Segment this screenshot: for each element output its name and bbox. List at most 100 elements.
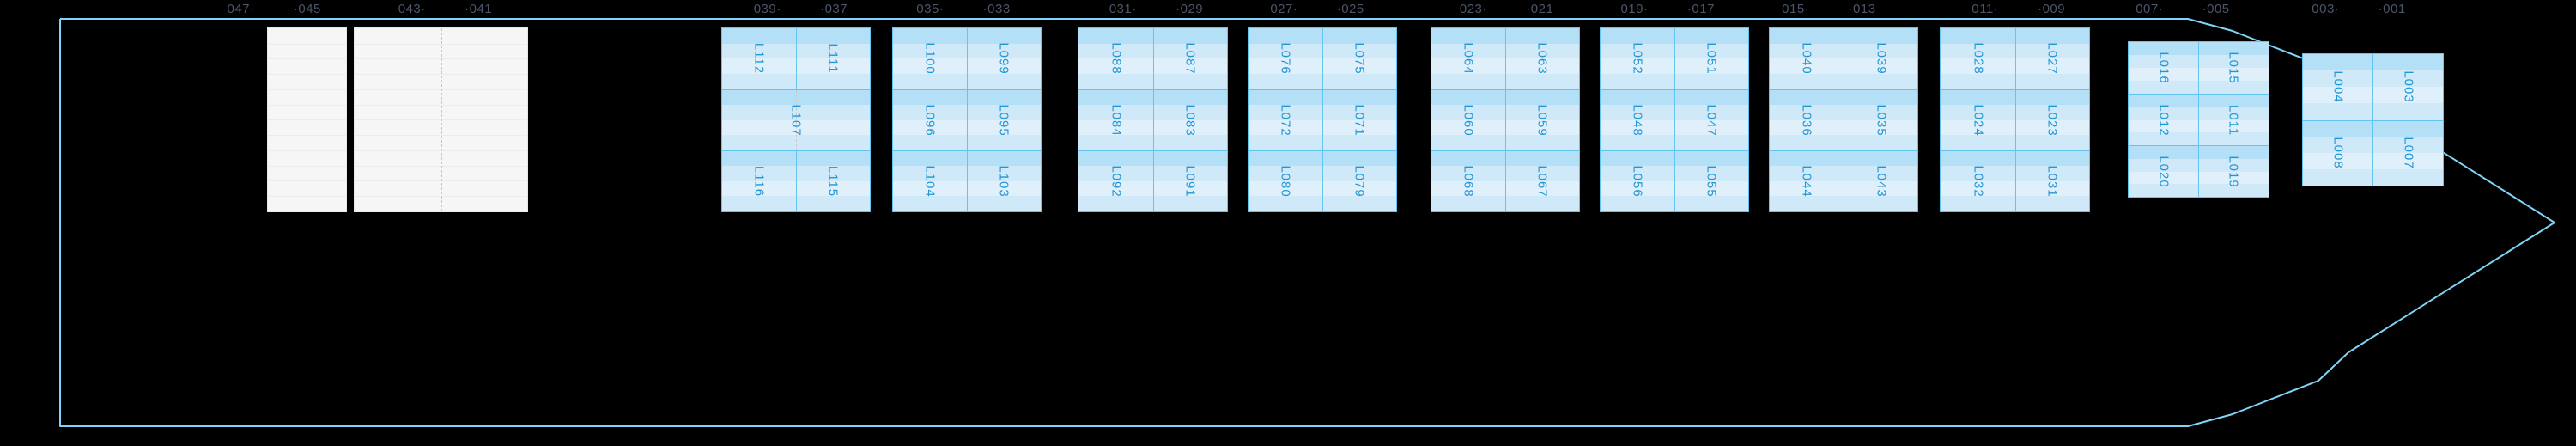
bay-cell[interactable]: L047 xyxy=(1674,89,1749,150)
tier-row xyxy=(268,196,347,212)
bay-cell[interactable]: L044 xyxy=(1770,150,1844,211)
bay-cell[interactable]: L023 xyxy=(2014,89,2089,150)
bay-cell[interactable]: L064 xyxy=(1431,28,1505,89)
bay-cell[interactable]: L096 xyxy=(892,89,967,150)
bay-cell[interactable]: L055 xyxy=(1674,150,1749,211)
bay-cell[interactable]: L036 xyxy=(1770,89,1844,150)
bay-number-label: ·013 xyxy=(1848,2,1876,16)
bay-cell[interactable]: L039 xyxy=(1844,28,1918,89)
bay-cell[interactable]: L095 xyxy=(966,89,1041,150)
tier-row xyxy=(1674,74,1749,89)
tier-row xyxy=(268,105,347,121)
bay-cell[interactable] xyxy=(795,89,870,150)
bay-cell[interactable]: L011 xyxy=(2198,95,2269,145)
bay-cell[interactable]: L043 xyxy=(1844,150,1918,211)
cell-label: L048 xyxy=(1630,104,1645,137)
bay-cell[interactable]: L016 xyxy=(2129,42,2199,94)
cell-label: L104 xyxy=(922,165,938,198)
bay-cell[interactable]: L079 xyxy=(1321,150,1396,211)
cell-label: L040 xyxy=(1799,42,1814,76)
bay-cell[interactable]: L071 xyxy=(1321,89,1396,150)
bay-cell[interactable]: L032 xyxy=(1941,150,2015,211)
cell-label: L008 xyxy=(2330,137,2346,169)
tier-rows xyxy=(1078,150,1153,211)
bay-cell[interactable]: L091 xyxy=(1152,150,1227,211)
bay-number-label: ·041 xyxy=(465,2,493,16)
cell-label: L032 xyxy=(1971,165,1985,198)
bay-cell[interactable]: L020 xyxy=(2129,146,2199,197)
bay-cell[interactable]: L031 xyxy=(2014,150,2089,211)
bay-cell[interactable]: L075 xyxy=(1321,28,1396,89)
tier-row xyxy=(1770,74,1844,89)
bay-cell[interactable]: L099 xyxy=(966,28,1041,89)
bay-cell[interactable]: L003 xyxy=(2372,54,2443,120)
tier-row xyxy=(795,89,870,107)
bay-cell[interactable]: L027 xyxy=(2014,28,2089,89)
bay-number-label: 035· xyxy=(916,2,945,16)
bay-cell[interactable]: L072 xyxy=(1248,89,1322,150)
bay-bay-grey-b[interactable] xyxy=(354,27,529,212)
bay-cell[interactable]: L083 xyxy=(1152,89,1227,150)
cell-label: L052 xyxy=(1630,42,1645,76)
bay-cell[interactable]: L024 xyxy=(1941,89,2015,150)
bay-cell[interactable]: L008 xyxy=(2303,120,2373,186)
tier-row xyxy=(796,74,870,89)
bay-cell[interactable]: L092 xyxy=(1078,150,1153,211)
bay-cell[interactable]: L052 xyxy=(1600,28,1674,89)
tier-rows xyxy=(1600,150,1674,211)
bay-cell[interactable]: L080 xyxy=(1248,150,1322,211)
bay-cell[interactable]: L115 xyxy=(795,150,870,211)
bay-cell[interactable]: L019 xyxy=(2198,146,2269,197)
bay-cell[interactable]: L067 xyxy=(1504,150,1579,211)
tier-row xyxy=(2129,184,2199,197)
cell-label: L079 xyxy=(1352,165,1367,198)
tier-row xyxy=(892,196,967,211)
cell-label: L075 xyxy=(1352,42,1367,76)
bay-cell[interactable]: L007 xyxy=(2372,120,2443,186)
bay-cell[interactable]: L111 xyxy=(795,28,870,89)
bay-cell[interactable]: L060 xyxy=(1431,89,1505,150)
bay-cell[interactable] xyxy=(721,89,796,150)
bay-zone: L080 L079 xyxy=(1248,150,1396,211)
bay-bay-grey-a[interactable] xyxy=(267,27,348,212)
bay-cell[interactable]: L012 xyxy=(2129,95,2199,145)
bay-cell[interactable]: L040 xyxy=(1770,28,1844,89)
bay-cell[interactable]: L004 xyxy=(2303,54,2373,120)
tier-rows xyxy=(1844,150,1918,211)
bay-cell[interactable]: L068 xyxy=(1431,150,1505,211)
bay-cell[interactable]: L035 xyxy=(1844,89,1918,150)
bay-cell[interactable]: L116 xyxy=(721,150,796,211)
bay-cell[interactable]: L028 xyxy=(1941,28,2015,89)
tier-row xyxy=(1431,196,1505,211)
bay-zone: L008 L007 xyxy=(2303,119,2443,186)
bay-cell[interactable]: L088 xyxy=(1078,28,1153,89)
bay-number-label: 007· xyxy=(2136,2,2164,16)
bay-cell[interactable]: L103 xyxy=(966,150,1041,211)
bay-cell[interactable]: L063 xyxy=(1504,28,1579,89)
cell-label: L036 xyxy=(1799,104,1814,137)
bay-cell[interactable]: L112 xyxy=(721,28,796,89)
bay-cell[interactable]: L051 xyxy=(1674,28,1749,89)
bay-cell[interactable]: L048 xyxy=(1600,89,1674,150)
bay-cell[interactable]: L084 xyxy=(1078,89,1153,150)
bay-cell[interactable]: L059 xyxy=(1504,89,1579,150)
bay-cell[interactable]: L076 xyxy=(1248,28,1322,89)
bay-number-label: ·017 xyxy=(1686,2,1715,16)
bay-cell[interactable]: L056 xyxy=(1600,150,1674,211)
bay-cell[interactable]: L015 xyxy=(2198,42,2269,94)
bay-cell[interactable]: L104 xyxy=(892,150,967,211)
bay-cell[interactable]: L087 xyxy=(1152,28,1227,89)
bay-cell[interactable]: L100 xyxy=(892,28,967,89)
tier-row xyxy=(1844,196,1918,211)
